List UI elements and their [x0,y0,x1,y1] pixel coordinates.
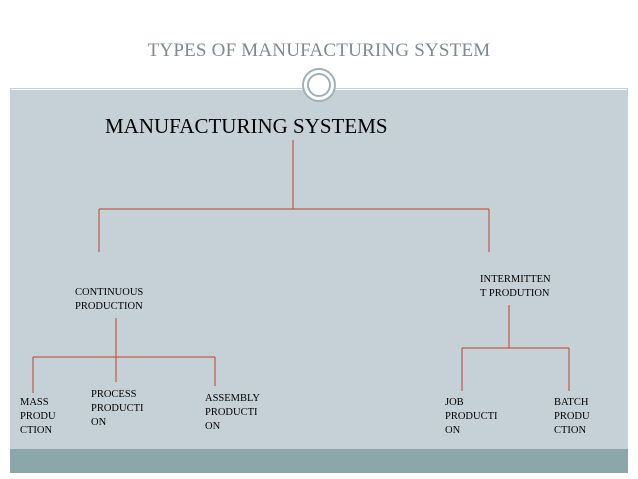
circle-ornament-icon [302,68,336,102]
assembly-production-node: ASSEMBLY PRODUCTI ON [205,393,260,432]
content-area [10,90,628,449]
job-production-node: JOB PRODUCTI ON [445,397,498,436]
continuous-production-node: CONTINUOUS PRODUCTION [75,287,144,312]
intermittent-production-node: INTERMITTEN T PRODUTION [480,274,551,299]
slide-title: TYPES OF MANUFACTURING SYSTEM [147,40,491,61]
mass-production-node: MASS PRODU CTION [20,397,56,436]
batch-production-node: BATCH PRODU CTION [554,397,590,436]
inner-circle-icon [307,73,331,97]
root-node-label: MANUFACTURING SYSTEMS [105,114,388,138]
process-production-node: PROCESS PRODUCTI ON [91,389,144,428]
footer-bar [10,449,628,473]
